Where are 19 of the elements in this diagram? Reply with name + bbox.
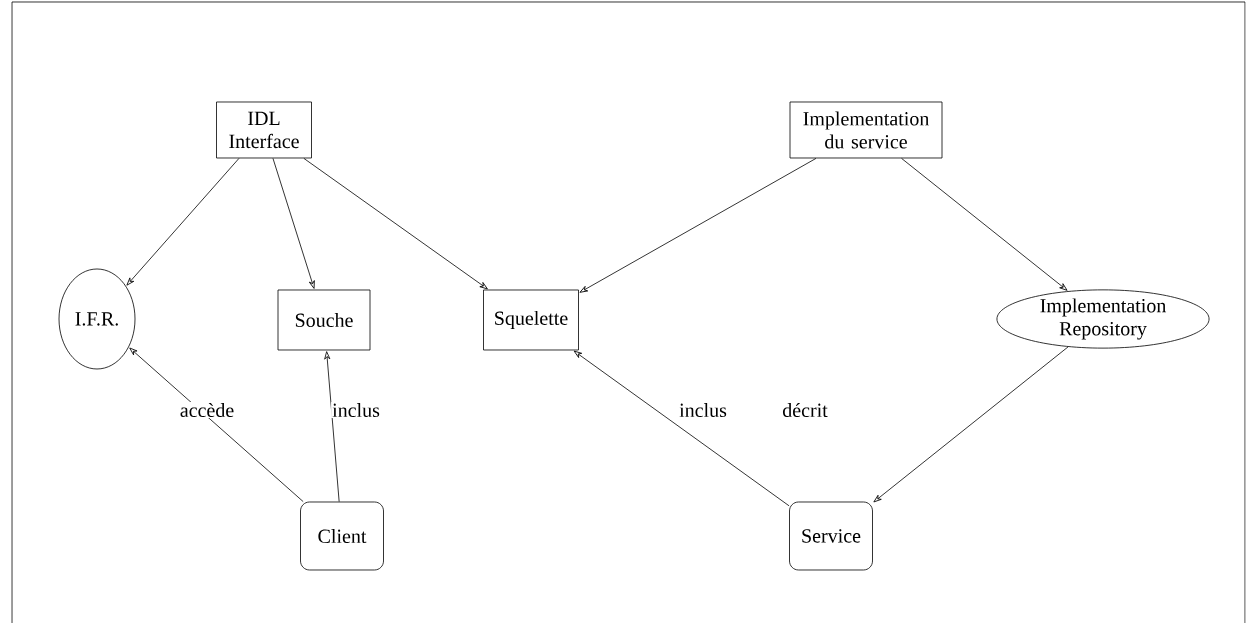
arrow bbox=[272, 158, 315, 289]
process-box: Souche bbox=[277, 289, 371, 351]
edge-label: décrit bbox=[781, 401, 829, 419]
rounded-box: Service bbox=[789, 501, 873, 571]
arrow bbox=[873, 346, 1069, 503]
arrow bbox=[303, 158, 488, 290]
arrow bbox=[579, 158, 817, 293]
process-box: Implementation du service bbox=[789, 101, 943, 159]
arrow bbox=[901, 158, 1068, 291]
edge-label: accède bbox=[178, 401, 236, 419]
process-box: IDL Interface bbox=[216, 101, 312, 159]
arrow bbox=[324, 351, 340, 502]
edge-label: inclus bbox=[331, 401, 381, 419]
arrow bbox=[126, 158, 240, 286]
rounded-box: Client bbox=[300, 501, 384, 571]
arrow bbox=[129, 347, 304, 502]
process-box: Squelette bbox=[483, 289, 579, 351]
arrow bbox=[573, 350, 790, 507]
edge-label: inclus bbox=[678, 401, 728, 419]
